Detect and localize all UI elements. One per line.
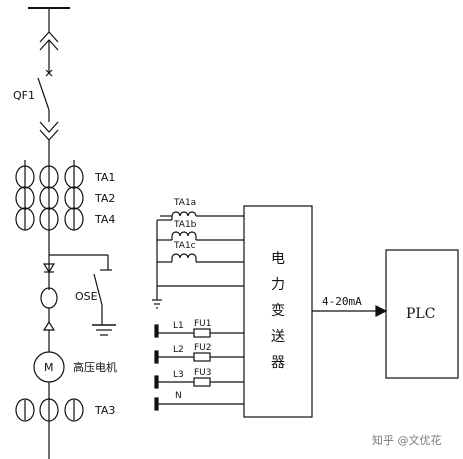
transmitter-char-2: 力 <box>271 277 285 293</box>
motor-name: 高压电机 <box>73 360 117 374</box>
ose-label: OSE <box>75 290 98 303</box>
l1-label: L1 <box>173 321 184 331</box>
ta3-label: TA3 <box>94 404 115 417</box>
breaker-label: QF1 <box>13 89 35 102</box>
signal-label: 4-20mA <box>322 295 362 308</box>
transmitter-char-1: 电 <box>271 251 285 267</box>
arrester <box>40 263 58 352</box>
ta2-label: TA2 <box>94 192 115 205</box>
plc-box <box>385 249 459 379</box>
current-transformer-ta3 <box>15 398 84 422</box>
ta1b-label: TA1b <box>173 220 197 230</box>
transmitter-char-3: 变 <box>271 303 285 319</box>
voltage-inputs <box>154 324 244 411</box>
fu1-label: FU1 <box>194 319 212 329</box>
ta1a-label: TA1a <box>173 198 196 208</box>
ta4-label: TA4 <box>94 213 115 226</box>
ta1c-label: TA1c <box>173 241 196 251</box>
ta1-label: TA1 <box>94 171 115 184</box>
l2-label: L2 <box>173 345 184 355</box>
current-transformers-ta1-ta2-ta4 <box>15 160 84 290</box>
withdrawable-contact-top <box>39 31 59 62</box>
transmitter-char-5: 器 <box>271 355 285 371</box>
ct-secondary-coils <box>152 211 244 309</box>
withdrawable-contact-bottom <box>39 121 59 160</box>
main-busbar <box>28 7 70 32</box>
signal-line <box>312 305 388 317</box>
breaker-qf1 <box>37 62 53 122</box>
ose-branch <box>49 254 116 336</box>
plc-label: PLC <box>406 306 435 322</box>
n-label: N <box>175 391 182 401</box>
l3-label: L3 <box>173 370 184 380</box>
motor-symbol: M <box>44 361 54 374</box>
transmitter-char-4: 送 <box>271 329 285 345</box>
fu2-label: FU2 <box>194 343 212 353</box>
watermark: 知乎 @文优花 <box>372 433 442 447</box>
fu3-label: FU3 <box>194 368 212 378</box>
